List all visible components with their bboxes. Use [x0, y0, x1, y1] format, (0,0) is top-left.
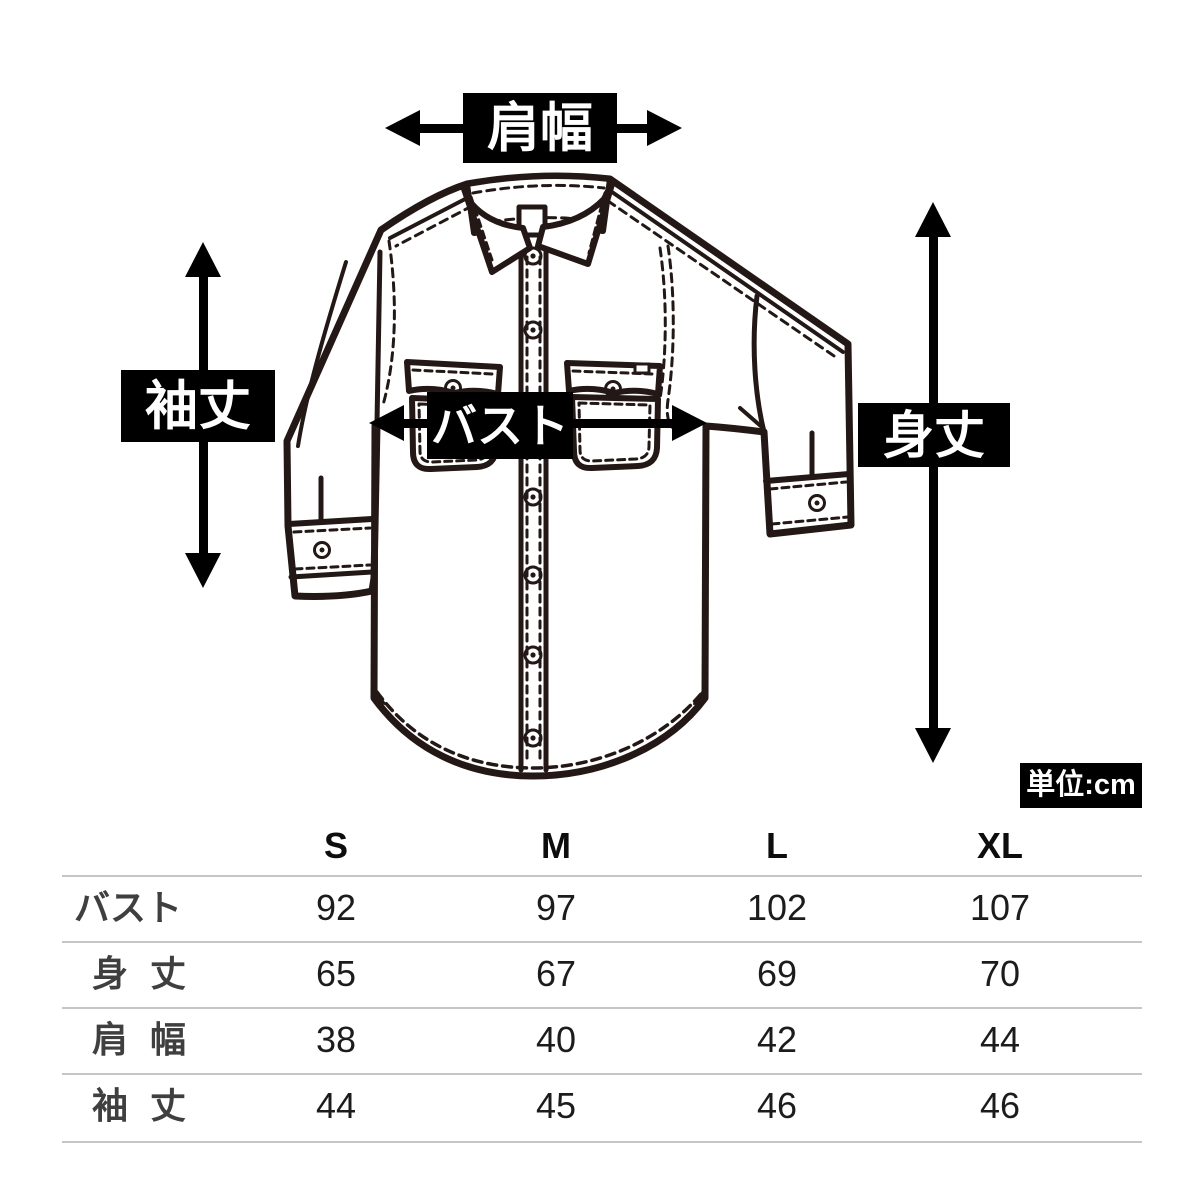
value-body-length-m: 67: [535, 953, 577, 994]
value-sleeve-l: 46: [756, 1085, 798, 1126]
value-sleeve-m: 45: [535, 1085, 577, 1126]
cuff-top-left: [286, 516, 375, 527]
table-divider: [62, 1073, 1142, 1075]
collar-point-right: [535, 178, 616, 267]
body-length-arrow: [915, 202, 951, 763]
table-row-body-length: 身丈 65 67 69 70: [62, 952, 1142, 996]
cuff-top-right: [763, 471, 852, 484]
hem-notch-left: [373, 687, 386, 705]
collar-band-stitch-a: [471, 183, 606, 195]
sleeve-inner-edge-left: [374, 249, 383, 426]
cuff-bottom-left: [288, 569, 375, 580]
value-shoulder-xl: 44: [979, 1019, 1021, 1060]
body-length-label: 身丈: [858, 403, 1010, 467]
column-header-xl: XL: [976, 825, 1023, 866]
cuff-button-right: [808, 494, 826, 512]
collar-point-left: [460, 183, 533, 275]
cuff-stitch-right-b: [770, 515, 850, 526]
cuff-stitch-left-a: [292, 526, 372, 534]
table-divider: [62, 941, 1142, 943]
table-divider: [62, 875, 1142, 877]
value-shoulder-m: 40: [535, 1019, 577, 1060]
row-label-bust: バスト: [73, 887, 182, 928]
value-bust-m: 97: [535, 887, 577, 928]
table-row-sleeve: 袖丈 44 45 46 46: [62, 1084, 1142, 1128]
cuff-stitch-right-a: [768, 480, 848, 491]
sleeve-seam-left: [296, 260, 348, 448]
table-divider: [62, 1007, 1142, 1009]
cuff-stitch-left-b: [293, 563, 372, 571]
sleeve-inner-edge-right: [751, 293, 767, 435]
underarm-fold-right: [738, 406, 765, 430]
cuff-button-left: [313, 541, 331, 559]
table-row-shoulder: 肩幅 38 40 42 44: [62, 1018, 1142, 1062]
shirt-line-art: [283, 172, 855, 780]
value-sleeve-xl: 46: [979, 1085, 1021, 1126]
cuff-button-left-dot: [319, 547, 325, 553]
collar-stitch-left: [469, 195, 494, 262]
column-header-l: L: [766, 825, 788, 866]
row-label-shoulder: 肩幅: [91, 1019, 208, 1060]
yoke-stitch-left: [394, 204, 474, 248]
unit-badge: 単位:cm: [1020, 763, 1142, 808]
yoke-seam-right: [610, 190, 845, 354]
value-sleeve-s: 44: [315, 1085, 357, 1126]
armhole-stitch-left: [381, 239, 396, 407]
table-header-row: S M L XL: [62, 824, 1142, 868]
value-bust-s: 92: [315, 887, 357, 928]
pocket-tag: [633, 362, 651, 375]
value-shoulder-l: 42: [756, 1019, 798, 1060]
column-header-s: S: [323, 825, 348, 866]
value-body-length-s: 65: [315, 953, 357, 994]
table-row-bust: バスト 92 97 102 107: [62, 886, 1142, 930]
sleeve-length-label: 袖丈: [121, 370, 275, 442]
shirt-outline: [283, 172, 855, 780]
row-label-body-length: 身丈: [91, 953, 208, 994]
shoulder-width-label: 肩幅: [463, 93, 617, 163]
column-header-m: M: [541, 825, 571, 866]
row-label-sleeve: 袖丈: [91, 1085, 208, 1126]
table-divider: [62, 1141, 1142, 1143]
value-body-length-xl: 70: [979, 953, 1021, 994]
yoke-stitch-right: [606, 199, 839, 360]
value-bust-l: 102: [746, 887, 808, 928]
bust-label: バスト: [427, 392, 573, 459]
hem-stitch: [375, 690, 703, 770]
value-shoulder-s: 38: [315, 1019, 357, 1060]
yoke-seam-left: [388, 195, 471, 240]
chest-pocket-right: [564, 360, 663, 472]
armhole-stitch-right-b: [658, 246, 667, 401]
collar-stitch-right: [587, 191, 607, 255]
value-bust-xl: 107: [969, 887, 1031, 928]
cuff-button-right-dot: [814, 500, 820, 506]
value-body-length-l: 69: [756, 953, 798, 994]
hem-notch-right: [693, 687, 706, 705]
